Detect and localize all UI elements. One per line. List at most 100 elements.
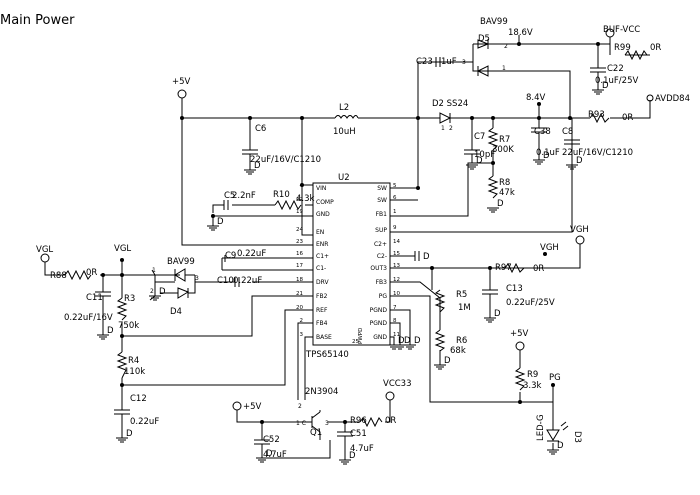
svg-text:BUF-VCC: BUF-VCC [603,25,640,35]
ground-label: D [349,451,356,461]
u2-pin-name: PGND [370,307,388,314]
ground-label: D [404,336,411,346]
u2-pin-name: SUP [375,227,387,234]
svg-text:+5V: +5V [243,402,262,412]
u2-pin-number: 12 [393,277,400,283]
svg-text:Q1: Q1 [310,428,322,438]
svg-text:2N3904: 2N3904 [305,387,338,397]
u2-pin-number: 6 [393,195,397,201]
u2-pin-name: C1+ [316,253,329,260]
u2-pin-name: GND [373,334,387,341]
u2-pin-number: 10 [393,291,400,297]
svg-text:R88: R88 [50,271,67,281]
svg-text:R97: R97 [495,263,512,273]
u2-pin-name: OUT3 [370,265,387,272]
svg-text:0R: 0R [385,416,396,426]
svg-text:C9: C9 [225,251,236,261]
svg-text:0.22uF/16V: 0.22uF/16V [64,313,113,323]
svg-text:110k: 110k [124,367,145,377]
svg-text:C23: C23 [416,57,433,67]
u2-pin-name: SW [377,185,387,192]
u2-pin-name: ENR [316,241,328,248]
svg-text:2: 2 [449,125,453,132]
ground-label: D [476,156,483,166]
schematic-title: Main Power [0,13,75,28]
svg-text:R6: R6 [456,336,467,346]
svg-text:10uH: 10uH [333,127,356,137]
svg-text:+5V: +5V [172,77,191,87]
ground-label: D [576,156,583,166]
u2-pin-number: 17 [296,263,303,269]
u2-pin-number: 20 [296,305,303,311]
svg-text:2: 2 [298,403,302,410]
svg-text:VGL: VGL [36,245,53,255]
svg-text:1 C: 1 C [296,420,306,427]
svg-text:R4: R4 [128,356,139,366]
ground-symbol: D [487,199,504,213]
svg-text:4.7uF: 4.7uF [263,450,287,460]
svg-text:R10: R10 [273,190,290,200]
u2-pin-number: 24 [296,227,303,233]
u2-pin-name: FB1 [376,211,388,218]
svg-text:R96: R96 [350,416,367,426]
svg-text:D5: D5 [478,34,490,44]
svg-text:22uF/16V/C1210: 22uF/16V/C1210 [562,148,633,158]
u2-pin-name: FB2 [316,293,328,300]
svg-text:R8: R8 [499,178,510,188]
svg-text:VCC33: VCC33 [383,379,412,389]
svg-text:C38: C38 [534,127,551,137]
ground-label: D [266,449,273,459]
ground-label: D [217,217,224,227]
u2-pin-name: C1- [316,265,326,272]
svg-text:300K: 300K [492,145,514,155]
svg-text:C11: C11 [86,293,103,303]
u2-pin-number: 8 [393,318,397,324]
ground-label: D [602,81,609,91]
svg-text:1uF: 1uF [441,57,457,67]
ground-symbol: D [207,217,224,231]
svg-text:D3: D3 [572,431,582,443]
ground-symbol: D [533,151,550,165]
svg-text:R9: R9 [527,370,538,380]
svg-text:BAV99: BAV99 [480,17,508,27]
svg-text:D2 SS24: D2 SS24 [432,99,468,109]
ground-symbol: D [116,429,133,443]
u2-pin-number: 13 [393,263,400,269]
u2-pin-number: 5 [393,183,397,189]
u2-pin-name: PGND [370,320,388,327]
svg-text:D4: D4 [170,307,182,317]
ground-label: D [414,336,421,346]
resistors: R10 4.3k R7 300K R8 47k R99 0R R93 0R R8… [50,43,661,428]
svg-text:LED-G: LED-G [536,414,546,441]
svg-text:0R: 0R [533,264,544,274]
svg-text:22uF/16V/C1210: 22uF/16V/C1210 [250,155,321,165]
u2-pin-name: FB3 [376,279,388,286]
svg-text:1: 1 [152,267,156,274]
u2-pin-number: 9 [393,225,397,231]
ground-symbol: D [149,287,166,301]
ground-symbol: D [388,336,405,350]
svg-text:1: 1 [502,65,506,72]
svg-text:C6: C6 [255,124,266,134]
svg-text:0.22uF/25V: 0.22uF/25V [506,298,555,308]
ground-symbol: D [244,161,261,175]
u2-pin-number: 15 [393,251,400,257]
ground-label: D [398,336,405,346]
svg-text:BAV99: BAV99 [167,257,195,267]
svg-text:3: 3 [462,59,466,66]
svg-text:8.4V: 8.4V [526,93,546,103]
svg-text:C51: C51 [350,429,367,439]
u2-pin-number: 18 [296,277,303,283]
svg-text:0.22uF: 0.22uF [233,276,262,286]
u2-pin-name: DRV [316,279,329,286]
u2-pin-number: 1 [393,209,397,215]
svg-text:PG: PG [549,373,561,383]
u2-pin-name: C2+ [374,241,387,248]
u2-pin-number: 21 [296,291,303,297]
svg-text:0.22uF: 0.22uF [237,249,266,259]
svg-text:0R: 0R [650,43,661,53]
u2-pin-number: 11 [393,332,400,338]
